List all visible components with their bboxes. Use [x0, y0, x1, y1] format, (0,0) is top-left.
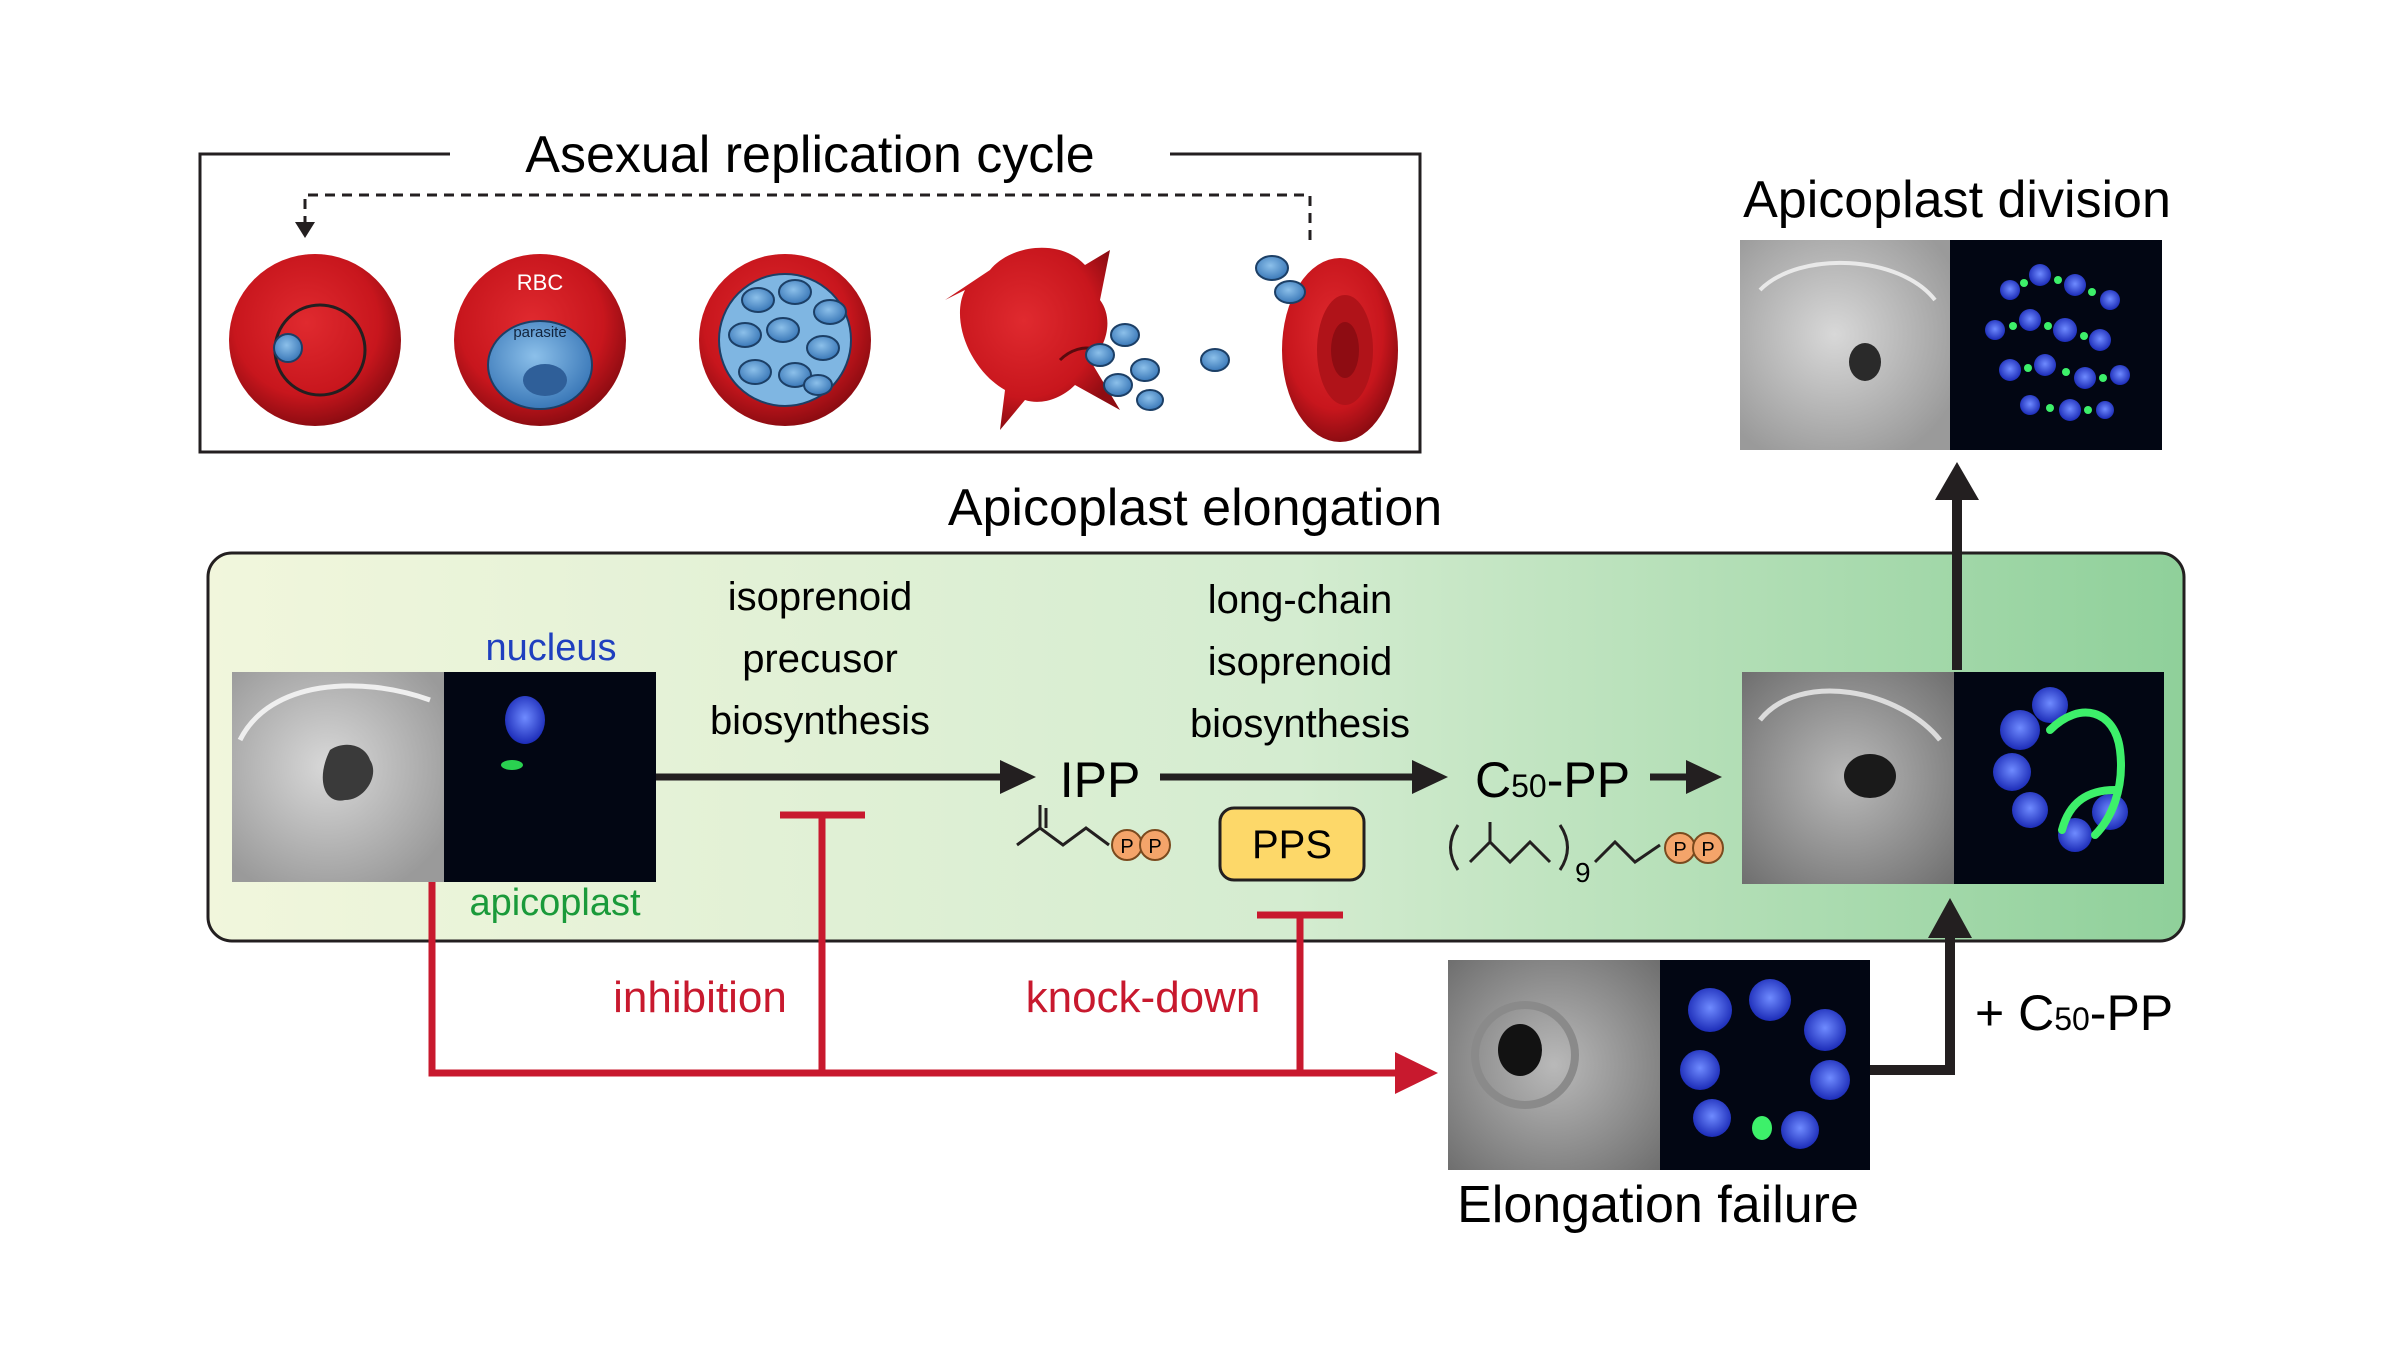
- elongation-panel: nucleus apicoplast isoprenoid precusor b…: [206, 551, 2186, 943]
- svg-text:P: P: [1148, 836, 1161, 858]
- svg-text:long-chain: long-chain: [1208, 578, 1393, 622]
- c50pp-structure: 9 P P: [1449, 822, 1724, 888]
- c50pp-arrowhead: [1686, 760, 1722, 794]
- svg-text:biosynthesis: biosynthesis: [710, 699, 930, 743]
- inhibition-label: inhibition: [613, 973, 787, 1022]
- parasite-label: parasite: [513, 324, 566, 341]
- rbc-schizont-stage: [699, 254, 871, 426]
- svg-text:isoprenoid: isoprenoid: [728, 575, 913, 619]
- ipp-label: IPP: [1060, 752, 1141, 808]
- division-arrowhead: [1935, 462, 1979, 500]
- perturbation-lines: [428, 811, 1400, 1077]
- elongation-title: Apicoplast elongation: [948, 479, 1442, 537]
- long-chain-biosynthesis-label: long-chain isoprenoid biosynthesis: [1190, 578, 1410, 746]
- ipp-structure: P P: [1016, 805, 1171, 861]
- svg-text:P: P: [1701, 839, 1714, 861]
- long-chain-arrowhead: [1412, 760, 1448, 794]
- pps-label: PPS: [1252, 823, 1332, 867]
- svg-text:isoprenoid: isoprenoid: [1208, 640, 1393, 684]
- rescue-label: + C50-PP: [1975, 985, 2173, 1041]
- cycle-return-arrowhead: [295, 222, 315, 238]
- failure-panel: Elongation failure: [1448, 960, 1870, 1234]
- division-brightfield-image: [1740, 240, 1950, 450]
- phosphate-icon: [1139, 829, 1171, 861]
- rbc-rupture-stage: [945, 247, 1230, 430]
- svg-text:9: 9: [1575, 857, 1591, 888]
- rbc-label: RBC: [517, 270, 564, 295]
- svg-text:P: P: [1673, 839, 1686, 861]
- svg-text:P: P: [1120, 836, 1133, 858]
- svg-text:precusor: precusor: [742, 637, 898, 681]
- c50pp-label: C50-PP: [1475, 752, 1630, 808]
- precursor-arrowhead: [1000, 760, 1036, 794]
- pps-enzyme-box: [1218, 806, 1366, 882]
- rbc-trophozoite-stage: RBC parasite: [454, 254, 626, 426]
- knockdown-label: knock-down: [1026, 973, 1261, 1022]
- nucleus-label: nucleus: [486, 627, 617, 669]
- replication-cycle-panel: Asexual replication cycle RBC parasite: [198, 126, 1422, 454]
- rescue-arrowhead: [1928, 898, 1972, 938]
- failure-title: Elongation failure: [1457, 1176, 1859, 1234]
- failure-arrowhead: [1395, 1052, 1438, 1094]
- division-panel: Apicoplast division: [1740, 171, 2171, 450]
- precursor-biosynthesis-label: isoprenoid precusor biosynthesis: [710, 575, 930, 743]
- svg-text:biosynthesis: biosynthesis: [1190, 702, 1410, 746]
- division-fluorescence-image: [1950, 240, 2162, 450]
- replication-cycle-title: Asexual replication cycle: [525, 126, 1094, 184]
- phosphate-icon: [1692, 832, 1724, 864]
- rbc-invasion-stage: [1255, 255, 1398, 442]
- failure-brightfield-image: [1448, 960, 1660, 1170]
- rbc-ring-stage: [229, 254, 401, 426]
- initial-fluorescence-image: [444, 672, 656, 882]
- rescue-arrow: [1870, 935, 1955, 1075]
- apicoplast-label: apicoplast: [469, 882, 641, 924]
- cycle-return-arrow: [303, 193, 1312, 240]
- division-title: Apicoplast division: [1743, 171, 2171, 229]
